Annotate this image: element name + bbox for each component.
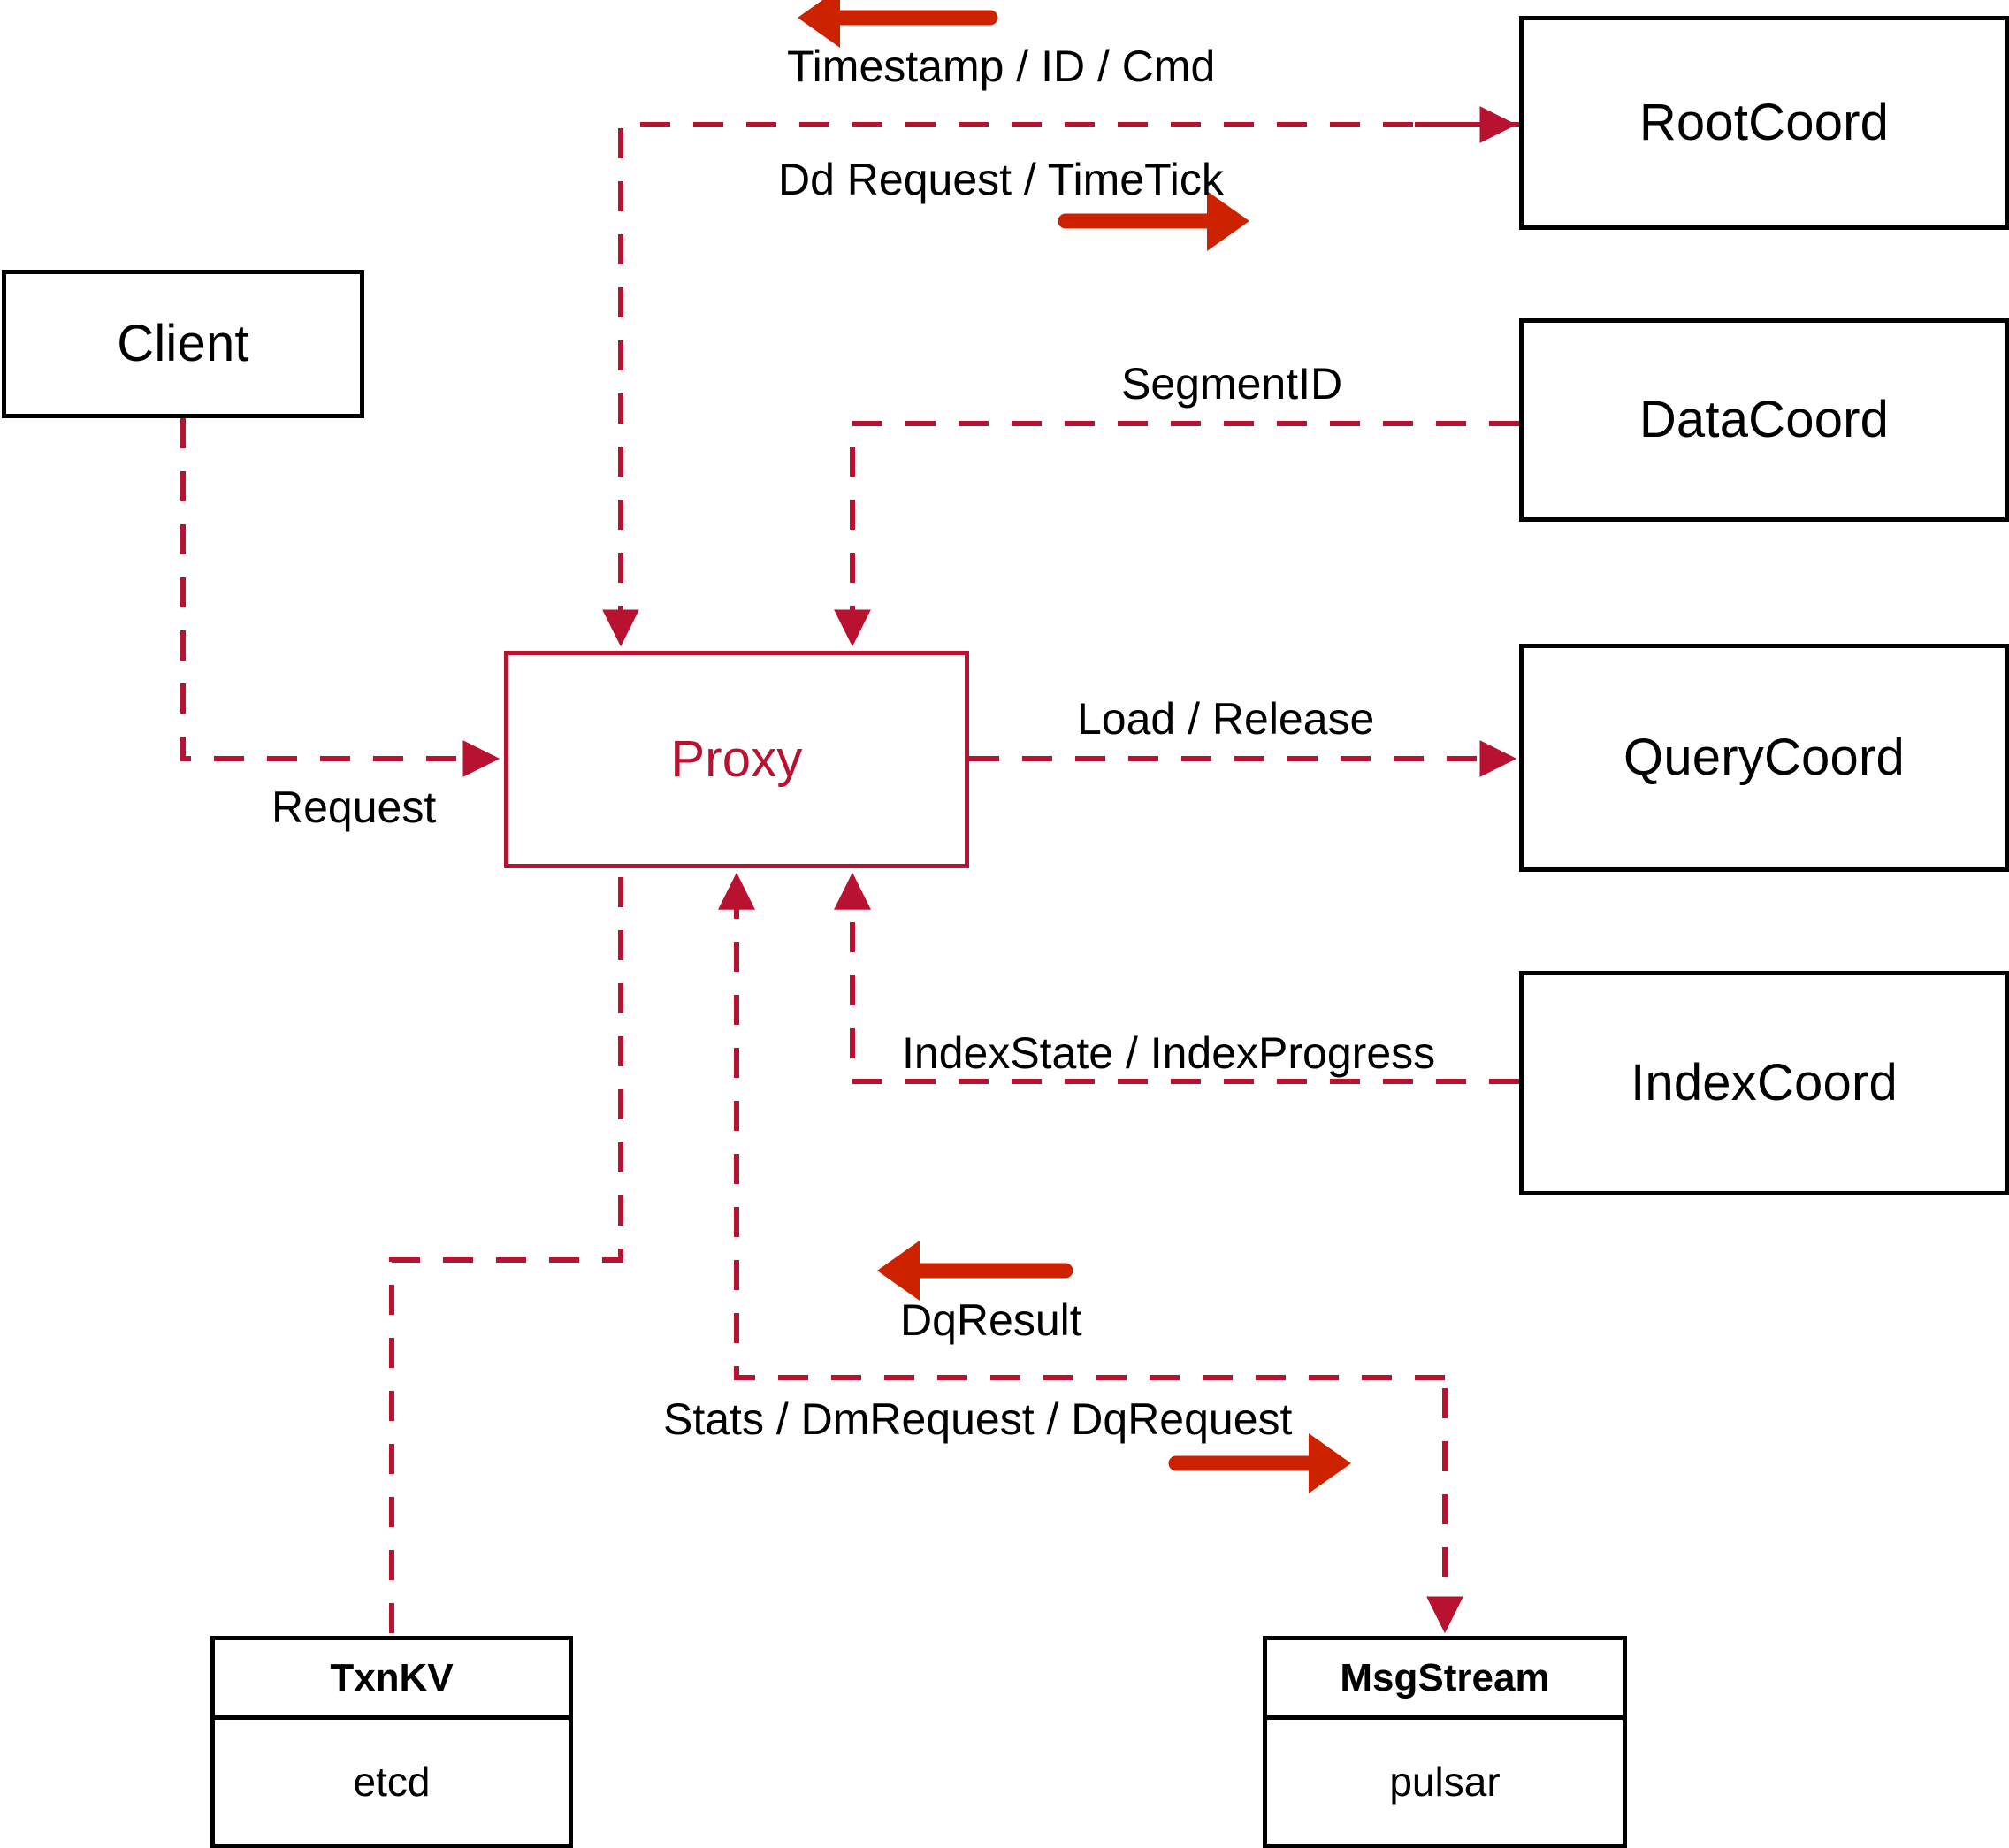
wire-msgstream-dqresult [718, 872, 1445, 1380]
wire-datacoord-segmentid [834, 421, 1519, 647]
node-proxy-label: Proxy [670, 730, 803, 788]
arrow-timestamp-id-cmd [798, 0, 998, 48]
node-msgstream-title: MsgStream [1340, 1655, 1550, 1699]
node-datacoord-label: DataCoord [1639, 391, 1890, 448]
node-txnkv[interactable]: TxnKV etcd [210, 1636, 573, 1848]
node-rootcoord[interactable]: RootCoord [1519, 16, 2009, 230]
edge-label-segmentid: SegmentID [1121, 359, 1343, 409]
edge-label-load-release: Load / Release [1077, 694, 1375, 744]
node-msgstream-impl: pulsar [1389, 1759, 1501, 1805]
node-querycoord-label: QueryCoord [1623, 729, 1905, 786]
edge-label-request: Request [271, 783, 437, 832]
edge-label-timestamp-id-cmd: Timestamp / ID / Cmd [787, 42, 1216, 91]
node-txnkv-title: TxnKV [330, 1655, 454, 1699]
wire-proxy-txnkv [389, 877, 623, 1636]
node-msgstream-body: pulsar [1267, 1720, 1623, 1844]
node-msgstream-header: MsgStream [1267, 1640, 1623, 1720]
node-client[interactable]: Client [2, 270, 364, 418]
edge-label-stats-dmrequest-dqrequest: Stats / DmRequest / DqRequest [663, 1394, 1293, 1444]
node-txnkv-impl: etcd [353, 1759, 431, 1805]
node-indexcoord[interactable]: IndexCoord [1519, 971, 2009, 1195]
edge-label-dqresult: DqResult [900, 1295, 1082, 1345]
node-proxy[interactable]: Proxy [504, 651, 969, 868]
node-querycoord[interactable]: QueryCoord [1519, 644, 2009, 872]
node-indexcoord-label: IndexCoord [1631, 1054, 1898, 1111]
node-txnkv-body: etcd [215, 1720, 569, 1844]
edge-label-dd-request-timetick: Dd Request / TimeTick [778, 155, 1224, 204]
node-datacoord[interactable]: DataCoord [1519, 318, 2009, 522]
edge-label-indexstate-indexprogress: IndexState / IndexProgress [902, 1028, 1436, 1078]
node-rootcoord-label: RootCoord [1639, 94, 1890, 151]
arrow-dqresult [877, 1241, 1073, 1301]
wire-client-request [180, 418, 500, 777]
node-txnkv-header: TxnKV [215, 1640, 569, 1720]
node-msgstream[interactable]: MsgStream pulsar [1263, 1636, 1627, 1848]
node-client-label: Client [117, 315, 249, 372]
